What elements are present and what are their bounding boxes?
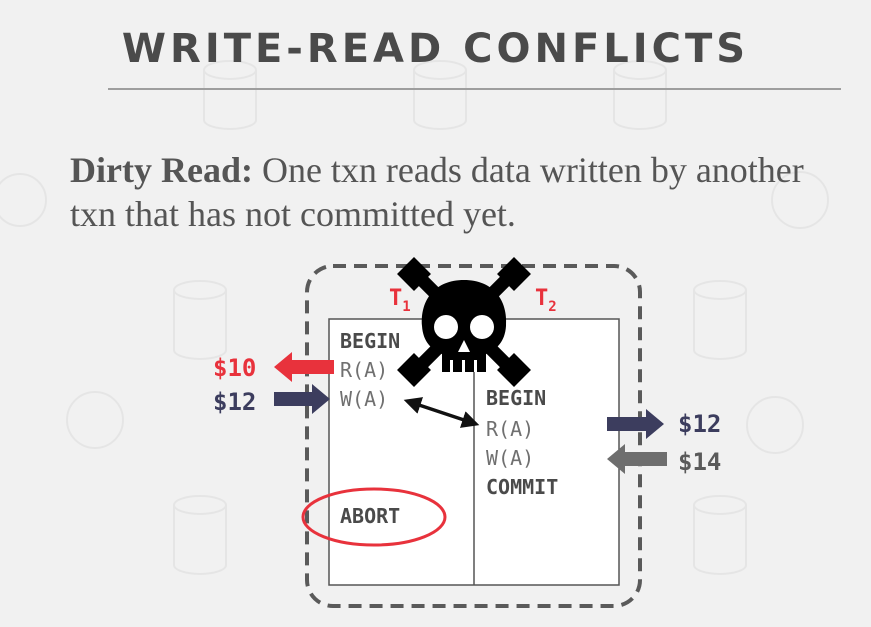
dirty-read-definition: Dirty Read: One txn reads data written b… bbox=[70, 148, 830, 236]
t1-read-value: $10 bbox=[213, 354, 256, 382]
t1-write-op: W(A) bbox=[340, 387, 388, 411]
definition-text: One txn reads data written by another tx… bbox=[70, 150, 804, 234]
title-divider bbox=[108, 88, 841, 90]
conflict-double-arrow bbox=[403, 397, 480, 428]
t1-write-value: $12 bbox=[213, 388, 256, 416]
t2-read-value-arrow bbox=[607, 409, 664, 439]
t2-read-value: $12 bbox=[678, 410, 721, 438]
t1-read-value-arrow bbox=[274, 352, 334, 382]
t2-commit: COMMIT bbox=[486, 475, 558, 499]
t2-header: T2 bbox=[535, 286, 557, 315]
t1-read-op: R(A) bbox=[340, 358, 388, 382]
t2-begin: BEGIN bbox=[486, 386, 546, 410]
definition-term: Dirty Read: bbox=[70, 150, 253, 190]
t2-write-op: W(A) bbox=[486, 446, 534, 470]
t1-write-value-arrow bbox=[274, 384, 330, 414]
t2-write-value: $14 bbox=[678, 448, 721, 476]
skull-crossbones-icon bbox=[397, 257, 531, 387]
t1-begin: BEGIN bbox=[340, 329, 400, 353]
t2-write-value-arrow bbox=[607, 444, 667, 474]
schedule-dashed-border bbox=[305, 264, 642, 608]
abort-highlight-ellipse bbox=[301, 487, 447, 547]
t1-abort: ABORT bbox=[340, 504, 400, 528]
slide-title: WRITE-READ CONFLICTS bbox=[121, 26, 750, 72]
t2-read-op: R(A) bbox=[486, 417, 534, 441]
t1-header: T1 bbox=[389, 286, 411, 315]
